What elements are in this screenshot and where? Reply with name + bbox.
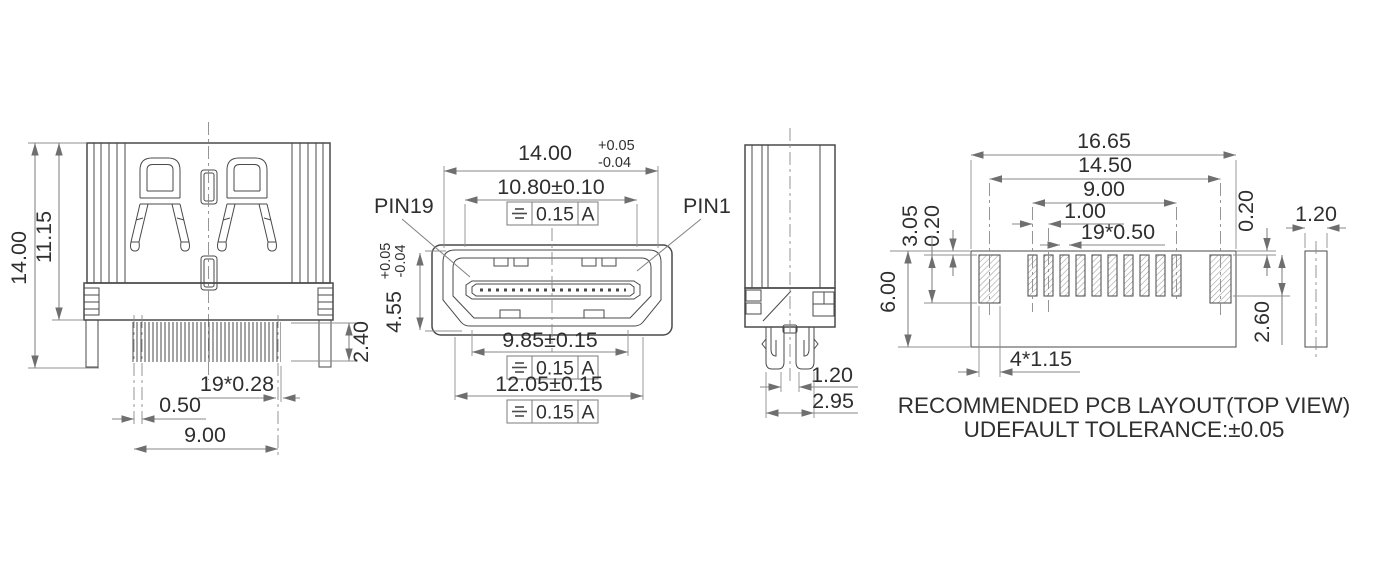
pcb-outline [970,250,1237,348]
tolerance-value: 0.15 [536,204,574,226]
front-shell-opening [452,257,652,319]
side-body-seams [751,145,821,288]
dim-pad-pitch: 1.00 [1064,199,1106,223]
note-pcb-layout: RECOMMENDED PCB LAYOUT(TOP VIEW) [898,393,1351,418]
dim-shell-width-tol-plus: +0.05 [598,138,635,154]
dim-outline-depth: 6.00 [876,271,900,313]
rear-shield-seams [93,143,324,283]
dim-mount-pad-width: 4*1.15 [1010,347,1072,371]
pcb-dimensions: 16.65 14.50 9.00 1.00 19*0.50 0.20 3.05 … [876,129,1290,377]
label-pin19: PIN19 [374,194,434,218]
dim-pin-row-span: 9.00 [184,423,226,447]
spring-latch-left [130,157,190,252]
symmetry-symbol-icon [512,406,527,417]
front-shell-outer [442,249,662,327]
dim-opening-height-tol-minus: -0.04 [393,244,409,277]
dim-leg-width: 1.20 [811,363,853,387]
pin-comb [131,322,281,362]
symmetry-symbol-icon [512,362,527,373]
symmetry-symbol-icon [512,208,527,219]
dim-shell-width-tol-minus: -0.04 [598,155,631,171]
board-edge-view: 1.20 [1286,202,1346,357]
dim-signal-pad-span: 9.00 [1083,177,1125,201]
tolerance-frame-2: 0.15 A [506,355,599,380]
mount-leg-left [85,319,99,368]
rear-dimensions: 14.00 11.15 2.40 19*0.28 0.50 9.00 [7,142,373,455]
dim-mount-pad-span: 14.50 [1078,153,1132,177]
front-dimensions: 14.00 +0.05 -0.04 10.80±0.10 0.15 A PIN1… [374,138,731,424]
pcb-layout-view: 16.65 14.50 9.00 1.00 19*0.50 0.20 3.05 … [876,129,1290,377]
dim-opening-height: 4.55 [382,291,406,333]
side-dimensions: 1.20 2.95 [760,363,858,418]
tolerance-frame-3: 0.15 A [506,399,599,424]
side-flange-details [745,289,835,322]
signal-pads [1027,254,1182,297]
tolerance-datum: A [581,204,594,226]
side-view: 1.20 2.95 [744,128,858,418]
label-pin1: PIN1 [683,194,731,218]
contact-tongue [465,280,641,300]
dim-leg-span: 2.95 [812,389,854,413]
dim-total-height: 14.00 [7,231,31,285]
tolerance-datum: A [581,402,594,424]
dim-signal-pad-height: 2.60 [1250,301,1274,343]
dim-shell-width: 14.00 [518,141,572,165]
shell-dimples [493,257,617,319]
mount-leg-right [318,319,332,368]
dim-pin-length: 2.40 [349,321,373,363]
dim-outer-bottom-width: 12.05±0.15 [495,372,602,396]
dim-opening-width: 10.80±0.10 [497,175,604,199]
dim-signal-pad-width: 19*0.50 [1081,220,1155,244]
dim-mount-pad-height: 3.05 [898,205,922,247]
dim-pin-pitch: 0.50 [159,393,201,417]
tolerance-value: 0.15 [536,402,574,424]
dim-opening-height-tol-plus: +0.05 [378,243,394,280]
rear-flange-tabs [83,287,334,316]
front-view: 14.00 +0.05 -0.04 10.80±0.10 0.15 A PIN1… [374,138,731,424]
dim-overall-width: 16.65 [1077,129,1131,153]
dim-body-height: 11.15 [32,211,56,263]
side-solder-legs [761,324,819,370]
tolerance-value: 0.15 [536,358,574,380]
spring-latch-right [217,157,277,252]
dim-pin-width: 19*0.28 [200,372,274,396]
drawing-notes: RECOMMENDED PCB LAYOUT(TOP VIEW) UDEFAUL… [898,393,1351,442]
tolerance-frame-1: 0.15 A [506,201,599,226]
note-default-tolerance: UDEFAULT TOLERANCE:±0.05 [964,417,1285,442]
center-clips [200,169,218,291]
dim-inner-bottom-width: 9.85±0.15 [502,328,598,352]
rear-view: 14.00 11.15 2.40 19*0.28 0.50 9.00 [7,122,373,455]
dim-gap-top-right: 0.20 [1234,190,1258,232]
dim-board-edge-width: 1.20 [1295,202,1337,226]
tolerance-datum: A [581,358,594,380]
